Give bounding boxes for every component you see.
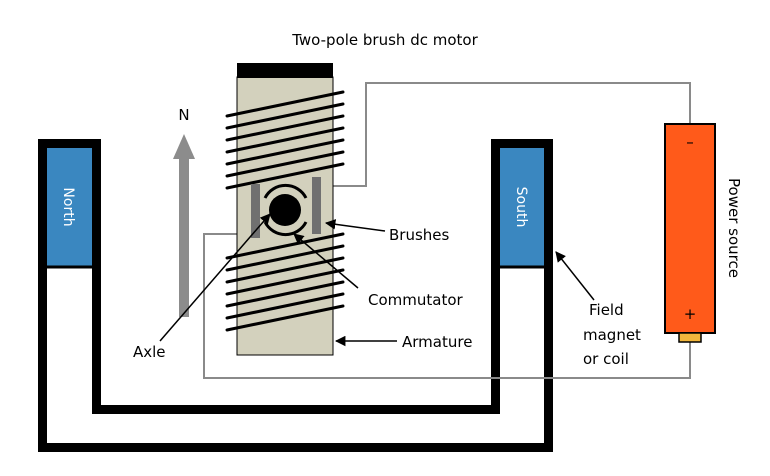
field-magnet-label-line1: Field <box>589 301 624 319</box>
axle-label: Axle <box>133 343 166 361</box>
north-direction-arrowhead <box>173 134 195 159</box>
compass-n-label: N <box>178 106 189 124</box>
brush-right <box>312 177 321 234</box>
axle-callout-arrow <box>159 213 271 342</box>
brushes-label: Brushes <box>389 226 450 244</box>
battery-body <box>664 123 716 334</box>
battery-minus-sign: – <box>686 133 694 151</box>
power-source-label: Power source <box>725 178 743 278</box>
field-magnet-label-line2: magnet <box>583 326 641 344</box>
battery-plus-sign: + <box>684 305 697 323</box>
armature-label: Armature <box>402 333 472 351</box>
axle-shaft <box>269 194 301 226</box>
north-pole <box>47 148 92 267</box>
armature-winding-lower <box>225 232 345 332</box>
brushes-callout-arrow <box>324 219 386 232</box>
south-pole <box>500 148 544 267</box>
commutator-callout-arrow <box>293 233 359 289</box>
commutator-ring-lower <box>263 221 308 236</box>
field-magnet-label-line3: or coil <box>583 350 629 368</box>
wire-top <box>318 82 691 187</box>
commutator-label: Commutator <box>368 291 464 309</box>
south-pole-label: South <box>513 187 529 228</box>
battery-terminal-cap <box>678 332 702 343</box>
north-pole-label: North <box>60 187 76 226</box>
field-magnet-callout-arrow <box>555 251 595 301</box>
diagram-title: Two-pole brush dc motor <box>291 31 478 49</box>
wire-bottom <box>203 233 691 379</box>
armature-winding-upper <box>225 90 345 190</box>
brush-left <box>251 184 260 238</box>
armature-top-cap <box>237 63 333 78</box>
north-direction-arrow-shaft <box>179 155 189 317</box>
commutator-ring-upper <box>263 184 308 199</box>
